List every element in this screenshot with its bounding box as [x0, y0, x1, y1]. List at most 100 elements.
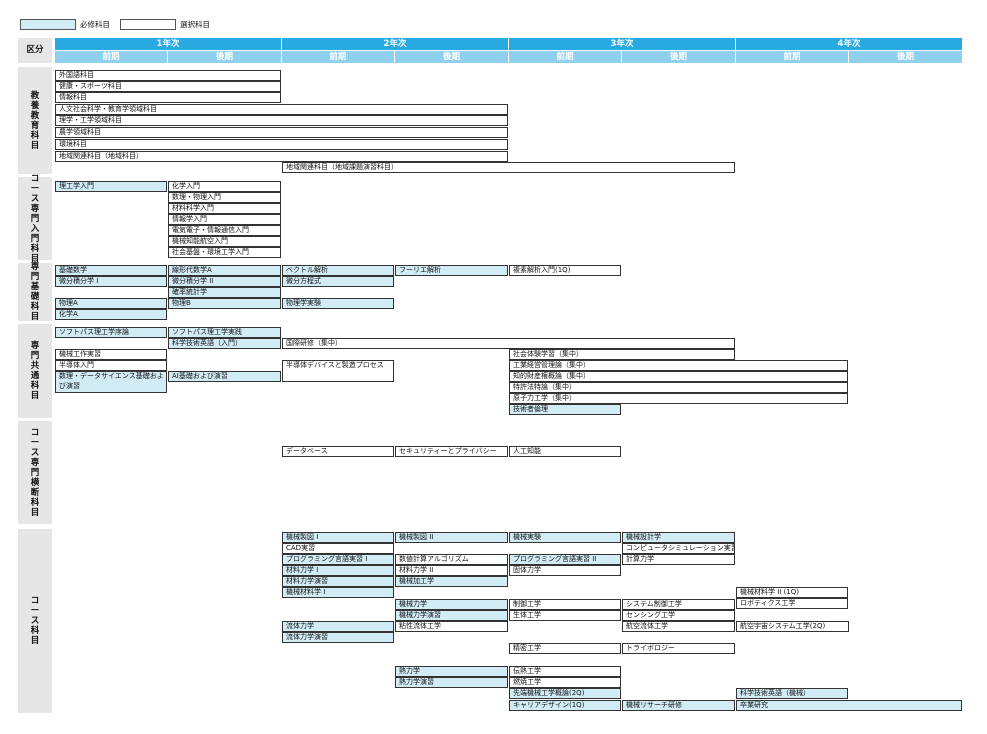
- course-cell: 農学領域科目: [55, 127, 508, 138]
- course-cell: 機械材料学 II (1Q): [736, 587, 848, 598]
- section-cross-course: コース専門横断科目: [18, 421, 52, 524]
- section-general-education: 教養教育科目: [18, 67, 52, 174]
- course-cell: 機械設計学: [622, 532, 735, 543]
- legend-required-label: 必修科目: [80, 20, 110, 29]
- course-cell: 制御工学: [509, 599, 621, 610]
- course-cell: プログラミング言語実習 II: [509, 554, 621, 565]
- course-cell: 国際研修（集中）: [282, 338, 735, 349]
- course-cell: 技術者倫理: [509, 404, 621, 415]
- course-cell: 熱力学: [395, 666, 508, 677]
- year-header-3: 3年次: [509, 38, 735, 50]
- kubun-header: 区分: [18, 38, 52, 63]
- course-cell: 機械工作実習: [55, 349, 167, 360]
- course-cell: 機械実験: [509, 532, 621, 543]
- course-cell: 機械力学: [395, 599, 508, 610]
- course-cell: 流体力学演習: [282, 632, 394, 643]
- course-cell: 数値計算アルゴリズム: [395, 554, 508, 565]
- course-cell: ベクトル解析: [282, 265, 394, 276]
- course-cell: ロボティクス工学: [736, 598, 848, 609]
- course-cell: AI基礎および演習: [168, 371, 281, 382]
- course-cell: 人工知能: [509, 446, 621, 457]
- term-header-7: 前期: [736, 51, 848, 63]
- course-cell: セキュリティーとプライバシー: [395, 446, 508, 457]
- course-cell: 科学技術英語（機械）: [736, 688, 848, 699]
- course-cell: 先端機械工学概論(2Q): [509, 688, 621, 699]
- term-header-4: 後期: [395, 51, 508, 63]
- course-cell: 機械リサーチ研修: [622, 700, 735, 711]
- course-cell: 理学・工学領域科目: [55, 115, 508, 126]
- course-cell: プログラミング言語実習 I: [282, 554, 394, 565]
- course-cell: 物理学実験: [282, 298, 394, 309]
- course-cell: 計算力学: [622, 554, 735, 565]
- legend-elective-label: 選択科目: [180, 20, 210, 29]
- course-cell: 物理B: [168, 298, 281, 309]
- term-header-3: 前期: [282, 51, 394, 63]
- course-cell: 熱力学演習: [395, 677, 508, 688]
- course-cell: 理工学入門: [55, 181, 167, 192]
- course-cell: システム制御工学: [622, 599, 735, 610]
- course-cell: 外国語科目: [55, 70, 281, 81]
- course-cell: 生体工学: [509, 610, 621, 621]
- course-cell: 流体力学: [282, 621, 394, 632]
- course-cell: 燃焼工学: [509, 677, 621, 688]
- section-common-specialty: 専門共通科目: [18, 324, 52, 418]
- course-cell: 微分積分学 II: [168, 276, 281, 287]
- course-cell: 社会体験学習（集中）: [509, 349, 735, 360]
- course-cell: 情報科目: [55, 92, 281, 103]
- course-cell: センシング工学: [622, 610, 735, 621]
- course-cell: フーリエ解析: [395, 265, 508, 276]
- course-cell: 科学技術英語（入門）: [168, 338, 281, 349]
- year-header-1: 1年次: [55, 38, 281, 50]
- course-cell: 特許法特論（集中）: [509, 382, 848, 393]
- course-cell: 微分積分学 I: [55, 276, 167, 287]
- course-cell: 機械材料学 I: [282, 587, 394, 598]
- course-cell: 人文社会科学・教育学領域科目: [55, 104, 508, 115]
- course-cell: 精密工学: [509, 643, 621, 654]
- course-cell: 航空流体工学: [622, 621, 735, 632]
- course-cell: 数理・物理入門: [168, 192, 281, 203]
- course-cell: コンピュータシミュレーション実習: [622, 543, 735, 554]
- course-cell: 機械知能航空入門: [168, 236, 281, 247]
- course-cell: 伝熱工学: [509, 666, 621, 677]
- legend-required-swatch: [20, 19, 76, 30]
- course-cell: 機械製図 I: [282, 532, 394, 543]
- course-cell: 化学入門: [168, 181, 281, 192]
- course-cell: 航空宇宙システム工学(2Q): [736, 621, 849, 632]
- course-cell: 数理・データサイエンス基礎および演習: [55, 371, 167, 393]
- course-cell: トライボロジー: [622, 643, 735, 654]
- course-cell: 物理A: [55, 298, 167, 309]
- course-cell: キャリアデザイン(1Q): [509, 700, 621, 711]
- legend-elective-swatch: [120, 19, 176, 30]
- course-cell: 機械加工学: [395, 576, 508, 587]
- course-cell: 環境科目: [55, 139, 508, 150]
- course-cell: 社会基盤・環境工学入門: [168, 247, 281, 258]
- year-header-2: 2年次: [282, 38, 508, 50]
- course-cell: 地域関連科目（地域課題演習科目）: [282, 162, 735, 173]
- course-cell: 粘性流体工学: [395, 621, 508, 632]
- term-header-1: 前期: [55, 51, 167, 63]
- course-cell: 工業経営管理論（集中）: [509, 360, 848, 371]
- section-course-intro: コース専門入門科目: [18, 174, 52, 264]
- course-cell: 微分方程式: [282, 276, 394, 287]
- term-header-8: 後期: [849, 51, 962, 63]
- course-cell: ソフトパス理工学序論: [55, 327, 167, 338]
- course-cell: 材料力学 I: [282, 565, 394, 576]
- course-cell: CAD実習: [282, 543, 394, 554]
- course-cell: 地域関連科目（地域科目）: [55, 151, 508, 162]
- course-cell: 情報学入門: [168, 214, 281, 225]
- course-cell: ソフトパス理工学実践: [168, 327, 281, 338]
- course-cell: データベース: [282, 446, 394, 457]
- course-cell: 知的財産権概論（集中）: [509, 371, 848, 382]
- course-cell: 固体力学: [509, 565, 621, 576]
- term-header-6: 後期: [622, 51, 735, 63]
- course-cell: 化学A: [55, 309, 167, 320]
- course-cell: 半導体入門: [55, 360, 167, 371]
- course-cell: 材料力学演習: [282, 576, 394, 587]
- course-cell: 基礎数学: [55, 265, 167, 276]
- course-cell: 機械製図 II: [395, 532, 508, 543]
- term-header-2: 後期: [168, 51, 281, 63]
- course-cell: 複素解析入門(1Q): [509, 265, 621, 276]
- course-cell: 確率統計学: [168, 287, 281, 298]
- course-cell: 電気電子・情報通信入門: [168, 225, 281, 236]
- course-cell: 半導体デバイスと製造プロセス: [282, 360, 394, 382]
